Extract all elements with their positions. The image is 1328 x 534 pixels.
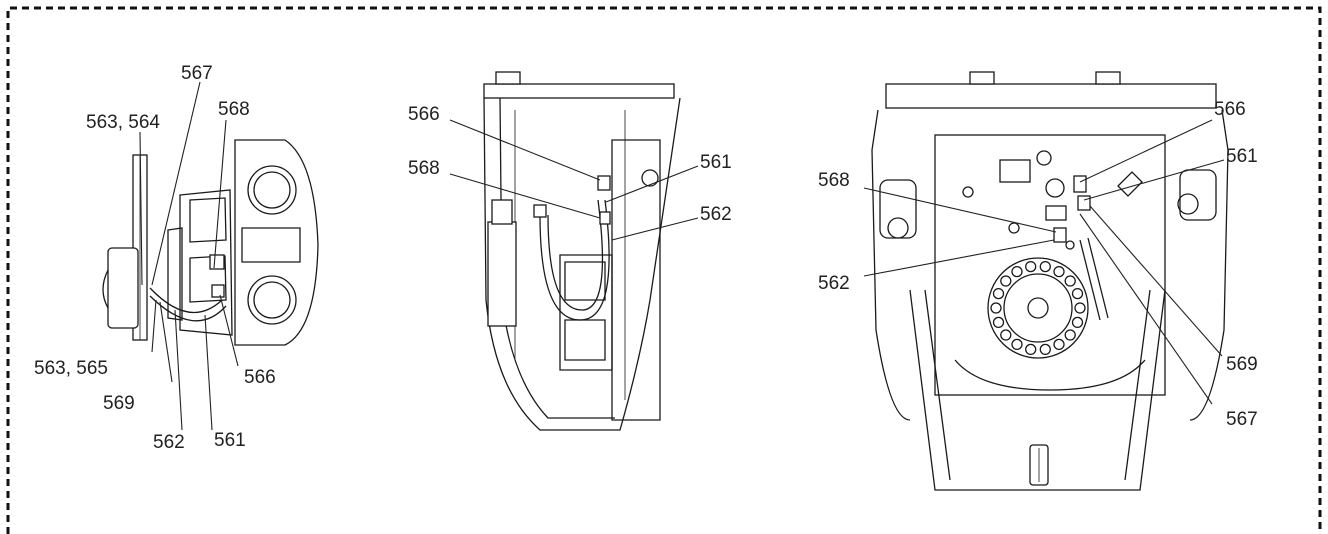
left-callouts: 567 563, 564 568 563, 565 569 562 561 56… [34, 63, 276, 453]
callout-left-563-564: 563, 564 [86, 112, 160, 133]
callout-left-567: 567 [181, 63, 213, 84]
gear-tooth [990, 302, 1002, 314]
gear-tooth [1000, 275, 1012, 287]
gear-tooth [1064, 329, 1076, 341]
callout-left-561: 561 [214, 430, 246, 451]
gear-tooth [1011, 338, 1023, 351]
callout-middle-562: 562 [700, 204, 732, 225]
gear-tooth [1025, 260, 1037, 273]
callout-left-562: 562 [153, 432, 185, 453]
middle-view [483, 71, 681, 431]
callout-right-569: 569 [1226, 354, 1258, 375]
callout-right-566: 566 [1214, 99, 1246, 120]
callout-right-561: 561 [1226, 146, 1258, 167]
gear-tooth [1039, 343, 1051, 356]
middle-callouts: 566 568 561 562 [408, 104, 732, 241]
callout-left-563-565: 563, 565 [34, 358, 108, 379]
callout-left-568: 568 [218, 99, 250, 120]
gear-tooth [1011, 265, 1023, 278]
dashed-border [6, 6, 1322, 534]
gear-tooth [1000, 329, 1012, 341]
callout-right-568: 568 [818, 170, 850, 191]
callout-right-562: 562 [818, 273, 850, 294]
gear-tooth [992, 287, 1005, 300]
gear-tooth [1053, 265, 1065, 278]
gear-tooth [1025, 343, 1037, 356]
gear-tooth [1039, 260, 1051, 273]
callout-middle-561: 561 [700, 152, 732, 173]
gear-tooth [1071, 287, 1084, 300]
gear-tooth [1053, 338, 1065, 351]
callout-right-567: 567 [1226, 409, 1258, 430]
gear-tooth [992, 316, 1005, 329]
gear-tooth [1074, 302, 1086, 314]
callout-middle-566: 566 [408, 104, 440, 125]
left-side-view [102, 139, 319, 346]
right-front-view [871, 71, 1229, 491]
callout-middle-568: 568 [408, 158, 440, 179]
callout-left-569: 569 [103, 393, 135, 414]
right-callouts: 566 561 568 562 569 567 [818, 99, 1258, 430]
callout-left-566: 566 [244, 367, 276, 388]
gear-tooth [1071, 316, 1084, 329]
gear-tooth [1064, 275, 1076, 287]
